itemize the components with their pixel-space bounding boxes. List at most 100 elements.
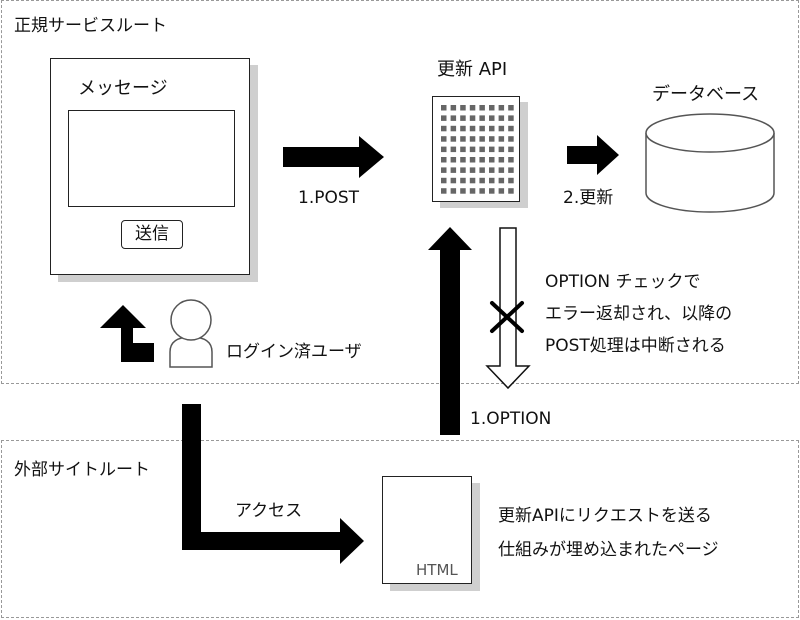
api-grid-dot: [479, 146, 485, 153]
api-grid-dot: [469, 146, 476, 153]
post-arrow: [283, 136, 384, 178]
option-blocked-arrow: [485, 227, 531, 390]
api-grid-dot: [460, 157, 466, 163]
api-grid-dot: [441, 188, 447, 194]
user-icon: [169, 299, 213, 368]
external-route-zone: [1, 440, 799, 618]
api-grid-dot: [489, 157, 495, 163]
api-grid-dot: [450, 177, 457, 184]
api-grid-dot: [479, 157, 485, 163]
api-grid-dot: [498, 125, 505, 132]
api-grid-dot: [441, 167, 447, 173]
official-route-label: 正規サービスルート: [14, 16, 167, 36]
api-grid-dot: [460, 146, 466, 153]
message-textarea[interactable]: [68, 110, 235, 207]
api-grid-dot: [489, 146, 495, 153]
api-grid-dot: [508, 136, 514, 142]
api-title: 更新 API: [437, 59, 508, 80]
option-flow-label: 1.OPTION: [470, 409, 552, 429]
api-grid-dot: [479, 136, 485, 142]
api-grid-dot: [489, 167, 495, 173]
api-grid-dot: [498, 136, 505, 142]
submit-button[interactable]: 送信: [121, 220, 183, 249]
option-arrow: [428, 227, 472, 435]
api-grid-dot: [441, 136, 447, 142]
api-grid-dot: [508, 105, 514, 111]
api-grid-dot: [508, 125, 514, 132]
api-grid-dot: [469, 167, 476, 173]
api-grid-dot: [460, 105, 466, 111]
option-note-line: エラー返却され、以降の: [545, 304, 733, 324]
submit-button-label: 送信: [135, 224, 169, 244]
api-grid-dot: [460, 167, 466, 173]
api-grid-dot: [498, 105, 505, 111]
api-grid-dot: [489, 136, 495, 142]
access-flow-label: アクセス: [235, 501, 303, 521]
api-grid-dot: [498, 115, 505, 121]
api-grid-dot: [498, 146, 505, 153]
api-grid-dot: [460, 136, 466, 142]
api-grid-dot: [469, 177, 476, 184]
api-grid-dot: [479, 115, 485, 121]
option-note: OPTION チェックで エラー返却され、以降の POST処理は中断される: [545, 266, 732, 362]
html-page-label: HTML: [416, 561, 458, 579]
api-grid-dot: [450, 136, 457, 142]
api-grid-dot: [489, 105, 495, 111]
api-grid-dot: [460, 177, 466, 184]
api-grid-dot: [479, 105, 485, 111]
api-grid-dot: [508, 157, 514, 163]
api-grid-dot: [450, 167, 457, 173]
update-api-box: [432, 96, 520, 202]
api-grid-dot: [489, 177, 495, 184]
api-grid-dot: [469, 188, 476, 194]
cross-mark-icon: [490, 301, 524, 333]
page-note: 更新APIにリクエストを送る 仕組みが埋め込まれたページ: [498, 499, 719, 567]
user-turn-arrow: [100, 305, 154, 362]
api-grid-dot: [441, 177, 447, 184]
api-grid-dot: [498, 167, 505, 173]
api-grid-dot: [498, 177, 505, 184]
api-grid-dot: [479, 177, 485, 184]
api-grid-dot: [441, 146, 447, 153]
api-grid-dot: [450, 105, 457, 111]
api-grid-dot: [460, 125, 466, 132]
api-grid-dot: [450, 157, 457, 163]
database-title: データベース: [652, 84, 760, 105]
api-grid-dot: [460, 188, 466, 194]
api-grid-dot: [479, 188, 485, 194]
api-grid-dot: [469, 115, 476, 121]
api-grid-dot: [479, 125, 485, 132]
update-flow-label: 2.更新: [563, 188, 614, 208]
api-grid-dot: [508, 115, 514, 121]
api-grid-dot: [469, 136, 476, 142]
api-grid-dot: [489, 115, 495, 121]
api-grid-dot: [469, 157, 476, 163]
user-label: ログイン済ユーザ: [226, 342, 362, 362]
api-grid-dot: [508, 188, 514, 194]
official-route-zone: [1, 0, 799, 384]
message-form-title: メッセージ: [78, 78, 168, 99]
api-grid-dot: [498, 188, 505, 194]
database-cylinder-icon: [645, 113, 775, 213]
post-flow-label: 1.POST: [298, 188, 360, 208]
api-grid-dot: [469, 125, 476, 132]
api-grid-dot: [469, 105, 476, 111]
api-grid-dot: [508, 146, 514, 153]
api-grid-dot: [460, 115, 466, 121]
html-page: [382, 476, 472, 584]
api-grid-dot: [441, 115, 447, 121]
api-dot-grid: [441, 105, 514, 194]
api-grid-dot: [441, 105, 447, 111]
update-arrow: [567, 135, 619, 175]
access-arrow: [182, 404, 364, 564]
api-grid-dot: [508, 177, 514, 184]
api-grid-dot: [441, 157, 447, 163]
api-grid-dot: [450, 125, 457, 132]
api-grid-dot: [498, 157, 505, 163]
api-grid-dot: [479, 167, 485, 173]
external-route-label: 外部サイトルート: [14, 460, 150, 480]
option-note-line: POST処理は中断される: [545, 336, 726, 356]
page-note-line: 更新APIにリクエストを送る: [498, 506, 712, 526]
api-grid-dot: [450, 188, 457, 194]
